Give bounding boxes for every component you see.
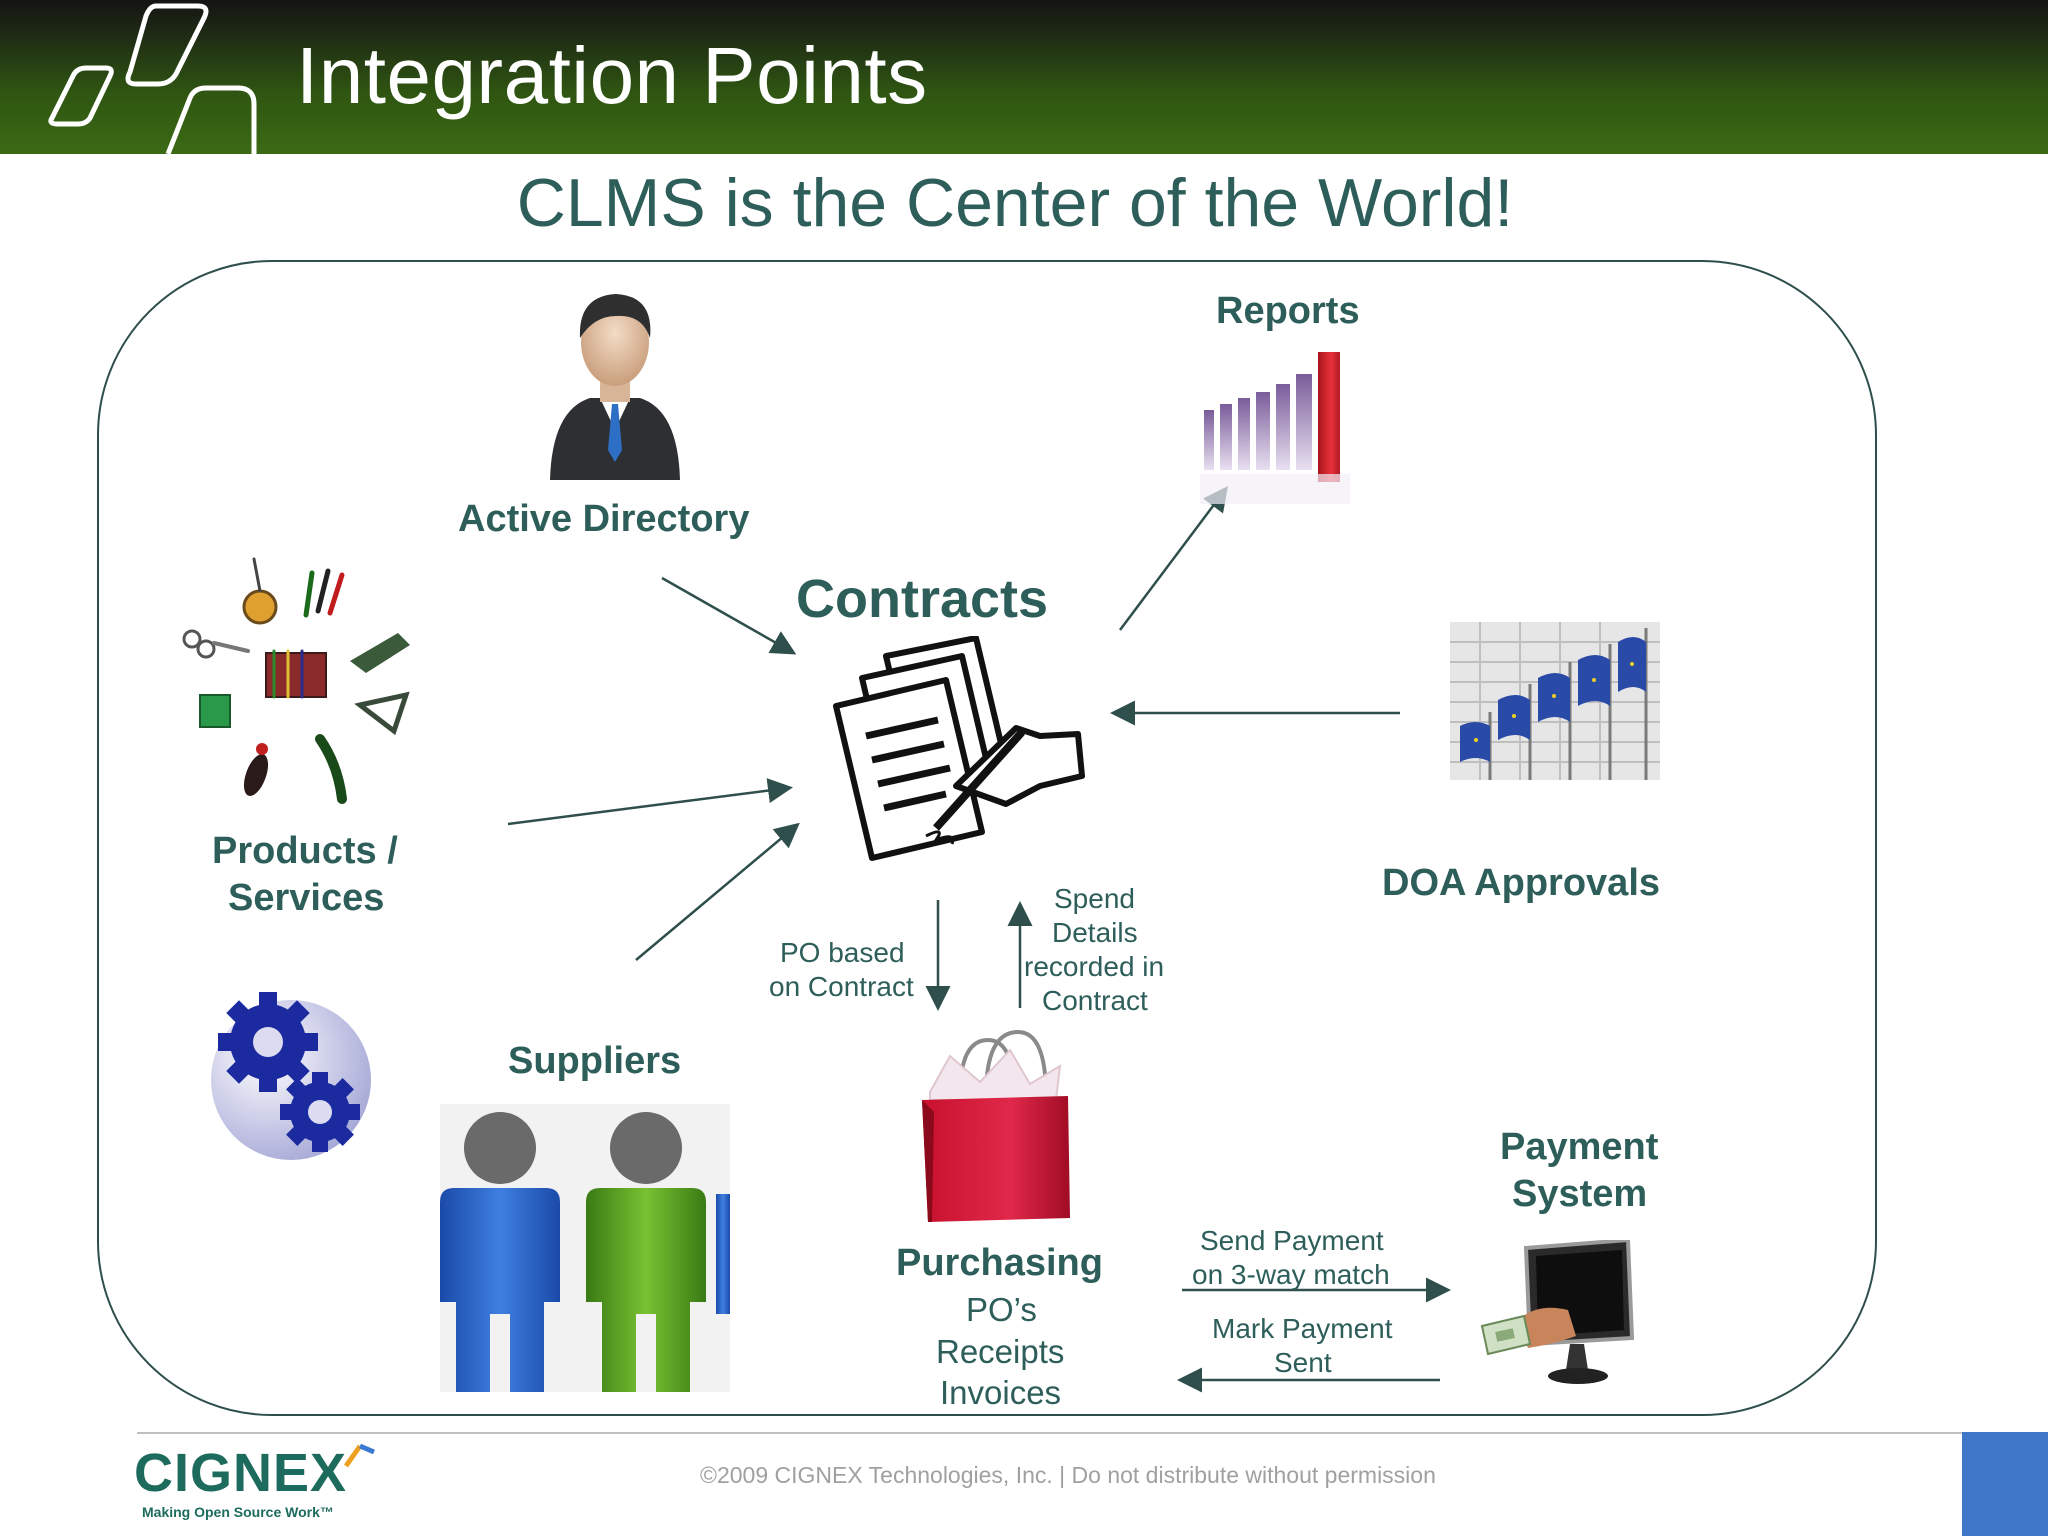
edge-label-spend-line1: Spend — [1054, 883, 1135, 914]
businessman-icon — [550, 294, 680, 480]
arrow-active-directory-to-contracts — [661, 576, 797, 655]
node-suppliers: Suppliers — [508, 1040, 682, 1082]
edge-label-send-line2: on 3-way match — [1192, 1259, 1390, 1290]
edge-label-po-line1: PO based — [780, 937, 905, 968]
node-active-directory: Active Directory — [458, 498, 750, 540]
edge-label-spend-line3: recorded in — [1024, 951, 1165, 982]
diagram-frame — [97, 260, 1877, 1416]
arrow-products-to-contracts — [507, 778, 793, 826]
slide-header: Integration Points — [0, 0, 2048, 154]
edge-label-mark-line2: Sent — [1274, 1347, 1332, 1378]
node-purchasing: Purchasing — [896, 1242, 1103, 1284]
people-icon — [440, 1104, 730, 1392]
node-products-line1: Products / — [212, 830, 398, 872]
bar-chart-icon — [1200, 352, 1350, 504]
node-doa-approvals: DOA Approvals — [1382, 862, 1661, 904]
slide-subtitle: CLMS is the Center of the World! — [516, 165, 1514, 241]
node-reports: Reports — [1216, 290, 1360, 332]
node-payment-line2: System — [1512, 1173, 1648, 1215]
purchasing-item-invoices: Invoices — [940, 1374, 1062, 1411]
corner-accent — [1962, 1432, 2048, 1536]
copyright-notice: ©2009 CIGNEX Technologies, Inc. | Do not… — [700, 1462, 1436, 1488]
purchasing-item-pos: PO’s — [966, 1291, 1037, 1328]
logo-shapes-icon — [48, 3, 257, 154]
computer-payment-icon — [1480, 1240, 1635, 1384]
edge-label-po-line2: on Contract — [769, 971, 914, 1002]
slide-title: Integration Points — [296, 31, 928, 120]
flags-building-icon — [1450, 622, 1660, 780]
gears-icon — [211, 992, 371, 1160]
edge-label-spend-line4: Contract — [1042, 985, 1148, 1016]
edge-label-mark-line1: Mark Payment — [1212, 1313, 1393, 1344]
edge-label-send-line1: Send Payment — [1200, 1225, 1384, 1256]
brand-tagline: Making Open Source Work™ — [142, 1504, 334, 1520]
node-products-line2: Services — [228, 877, 385, 919]
footer-divider — [137, 1432, 1963, 1434]
node-payment-line1: Payment — [1500, 1126, 1659, 1168]
tools-icon — [182, 557, 410, 804]
brand-name: CIGNEX — [134, 1443, 348, 1503]
purchasing-item-receipts: Receipts — [936, 1333, 1065, 1370]
shopping-bag-icon — [922, 1029, 1070, 1222]
edge-label-spend-line2: Details — [1052, 917, 1138, 948]
contract-signing-icon — [833, 636, 1085, 861]
node-contracts: Contracts — [796, 569, 1049, 629]
arrow-contracts-to-reports — [1119, 486, 1228, 631]
brand-star-icon — [343, 1443, 375, 1468]
arrow-suppliers-to-contracts — [635, 822, 800, 961]
